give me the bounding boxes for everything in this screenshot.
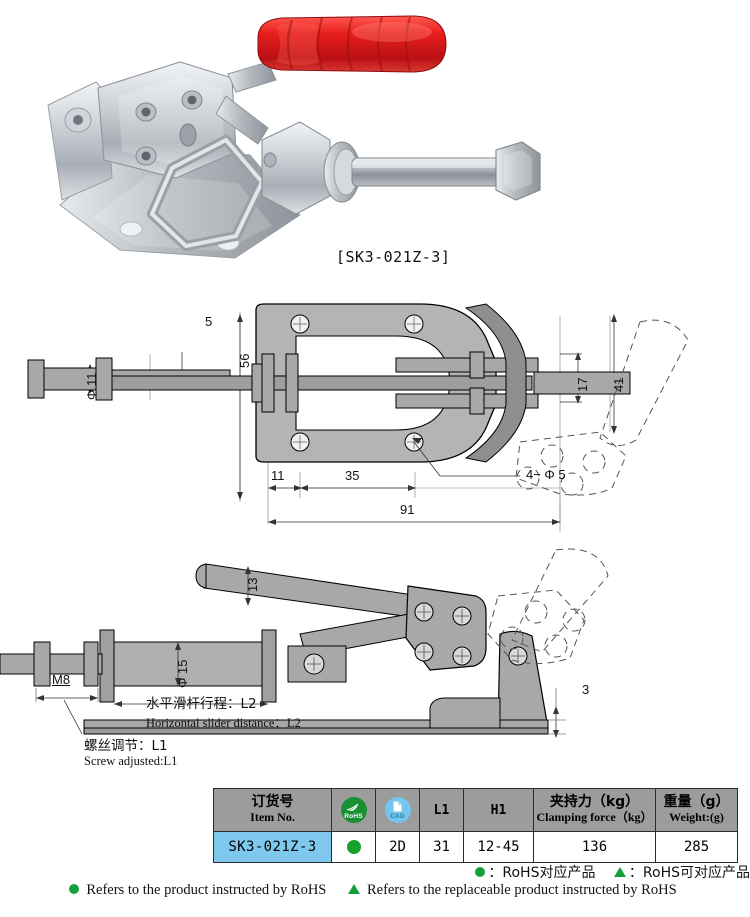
product-photo: [SK3-021Z-3]	[0, 0, 620, 270]
col-weight-en: Weight:(g)	[669, 810, 724, 825]
cell-l1: 31	[419, 831, 464, 863]
col-h1-label: H1	[490, 803, 507, 818]
cell-rohs	[331, 831, 376, 863]
leaf-icon	[341, 800, 367, 816]
note-screw-adjusted-zh: 螺丝调节：L1	[84, 738, 168, 754]
dim-phi-11: Φ 11	[84, 372, 99, 400]
rohs-icon: RoHS	[340, 797, 367, 823]
col-item-no-en: Item No.	[250, 810, 295, 825]
dim-3: 3	[582, 682, 590, 697]
dim-56: 56	[237, 353, 252, 368]
dim-11: 11	[271, 468, 285, 483]
dim-m8: M8	[52, 672, 71, 687]
col-item-no-zh: 订货号	[251, 794, 294, 811]
cell-weight: 285	[655, 831, 738, 863]
col-clamping-force-en: Clamping force（kg）	[536, 810, 653, 825]
col-h1: H1	[463, 788, 534, 832]
note-slider-distance-zh: 水平滑杆行程：L2	[146, 696, 257, 712]
col-l1: L1	[419, 788, 464, 832]
green-triangle-icon	[613, 867, 626, 877]
note-slider-distance-en: Horizontal slider distance：L2	[146, 716, 301, 730]
green-dot-icon	[69, 884, 80, 894]
green-dot-icon	[475, 867, 486, 877]
cell-clamping-force: 136	[533, 831, 656, 863]
rohs-icon-label: RoHS	[344, 813, 363, 820]
legend-zh-dot-text: ：RoHS对应产品	[488, 865, 596, 881]
col-l1-label: L1	[433, 803, 450, 818]
col-cad: CAD	[375, 788, 420, 832]
legend-zh-triangle-text: ：RoHS可对应产品	[628, 865, 750, 881]
dim-41: 41	[611, 377, 626, 392]
col-rohs: RoHS	[331, 788, 376, 832]
specification-table: 订货号 Item No. RoHS	[213, 788, 738, 863]
cad-icon: CAD	[384, 797, 411, 823]
dim-91: 91	[400, 502, 415, 517]
table-header-row: 订货号 Item No. RoHS	[213, 788, 738, 832]
table-row: SK3-021Z-3 2D 31 12-45 136 285	[213, 831, 738, 863]
technical-drawing-side-view: 13 Φ 15 M8 3 水平滑杆行程：L2 Horizontal slider…	[0, 542, 750, 782]
note-screw-adjusted: 螺丝调节：L1 Screw adjusted:L1	[84, 734, 177, 769]
dim-5: 5	[205, 314, 213, 329]
legend-en-dot-text: Refers to the product instructed by RoHS	[86, 882, 327, 898]
product-caption: [SK3-021Z-3]	[336, 248, 451, 266]
cell-item-no: SK3-021Z-3	[213, 831, 332, 863]
note-slider-distance: 水平滑杆行程：L2 Horizontal slider distance：L2	[146, 692, 301, 731]
document-icon	[385, 800, 411, 817]
dim-17: 17	[575, 377, 590, 392]
col-weight: 重量（g） Weight:(g)	[655, 788, 738, 832]
dim-phi-15: Φ 15	[175, 659, 190, 688]
cell-cad: 2D	[375, 831, 420, 863]
cad-icon-label: CAD	[390, 813, 405, 820]
legend-chinese: ：RoHS对应产品 ：RoHS可对应产品	[0, 862, 750, 882]
note-screw-adjusted-en: Screw adjusted:L1	[84, 754, 178, 768]
dim-13: 13	[245, 577, 260, 592]
col-clamping-force: 夹持力（kg） Clamping force（kg）	[533, 788, 656, 832]
technical-drawing-top-view: 5 56 Φ 11 17 41 11 35 91 4− Φ 5	[0, 292, 750, 542]
green-triangle-icon	[348, 884, 360, 894]
cell-h1: 12-45	[463, 831, 534, 863]
col-item-no: 订货号 Item No.	[213, 788, 332, 832]
legend-en-triangle-text: Refers to the replaceable product instru…	[367, 882, 677, 898]
dim-35: 35	[345, 468, 360, 483]
col-clamping-force-zh: 夹持力（kg）	[549, 794, 640, 811]
col-weight-zh: 重量（g）	[663, 794, 730, 811]
dim-4-phi-5: 4− Φ 5	[526, 467, 566, 482]
green-dot-icon	[346, 840, 361, 855]
legend-english: Refers to the product instructed by RoHS…	[0, 882, 750, 899]
